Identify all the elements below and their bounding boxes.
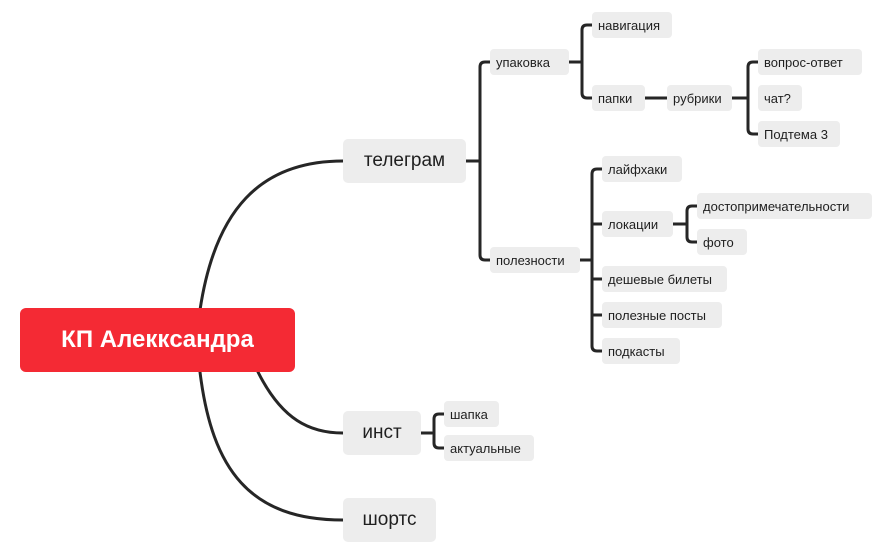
leaf-chat-label: чат? [764,90,791,106]
link-root-telegram [198,159,345,312]
subtopic-upakovka-label: упаковка [496,54,550,70]
leaf-rubriki[interactable]: рубрики [667,85,732,111]
bracket-rubriki [746,60,760,136]
topic-telegram-label: телеграм [363,150,446,171]
leaf-header-label: шапка [450,406,488,422]
leaf-useful-posts-label: полезные посты [608,307,706,323]
leaf-lifehacks-label: лайфхаки [608,161,668,177]
bracket-upakovka [580,23,594,100]
link-root-inst [256,370,345,435]
leaf-subtopic-3[interactable]: Подтема 3 [758,121,840,147]
leaf-photo-label: фото [703,234,734,250]
leaf-locations[interactable]: локации [602,211,673,237]
leaf-podcasts-label: подкасты [608,343,665,359]
leaf-chat[interactable]: чат? [758,85,802,111]
subtopic-poleznosti[interactable]: полезности [490,247,580,273]
link-root-shorts [198,370,345,522]
leaf-navigation-label: навигация [598,17,661,33]
topic-inst-label: инст [362,422,402,443]
root-label: КП Алеккcандра [61,326,254,353]
topic-shorts-label: шортс [362,509,417,530]
leaf-sights[interactable]: достопримечательности [697,193,872,219]
leaf-actual-label: актуальные [450,440,521,456]
topic-shorts[interactable]: шортс [343,498,436,542]
leaf-locations-label: локации [608,216,659,232]
leaf-qa[interactable]: вопрос-ответ [758,49,862,75]
leaf-papki-label: папки [598,90,633,106]
topic-telegram[interactable]: телеграм [343,139,466,183]
leaf-photo[interactable]: фото [697,229,747,255]
root-node[interactable]: КП Алеккcандра [20,308,295,372]
subtopic-poleznosti-label: полезности [496,252,565,268]
leaf-rubriki-label: рубрики [673,90,722,106]
subtopic-upakovka[interactable]: упаковка [490,49,569,75]
leaf-cheap-tickets-label: дешевые билеты [608,271,712,287]
leaf-subtopic-3-label: Подтема 3 [764,126,828,142]
leaf-actual[interactable]: актуальные [444,435,534,461]
bracket-telegram [478,60,492,262]
topic-inst[interactable]: инст [343,411,421,455]
leaf-podcasts[interactable]: подкасты [602,338,680,364]
bracket-inst [432,412,446,450]
leaf-navigation[interactable]: навигация [592,12,672,38]
leaf-useful-posts[interactable]: полезные посты [602,302,722,328]
leaf-sights-label: достопримечательности [703,198,850,214]
leaf-header[interactable]: шапка [444,401,499,427]
leaf-papki[interactable]: папки [592,85,645,111]
leaf-cheap-tickets[interactable]: дешевые билеты [602,266,727,292]
leaf-lifehacks[interactable]: лайфхаки [602,156,682,182]
bracket-poleznosti [590,167,604,353]
bracket-locations [685,204,699,244]
leaf-qa-label: вопрос-ответ [764,54,843,70]
